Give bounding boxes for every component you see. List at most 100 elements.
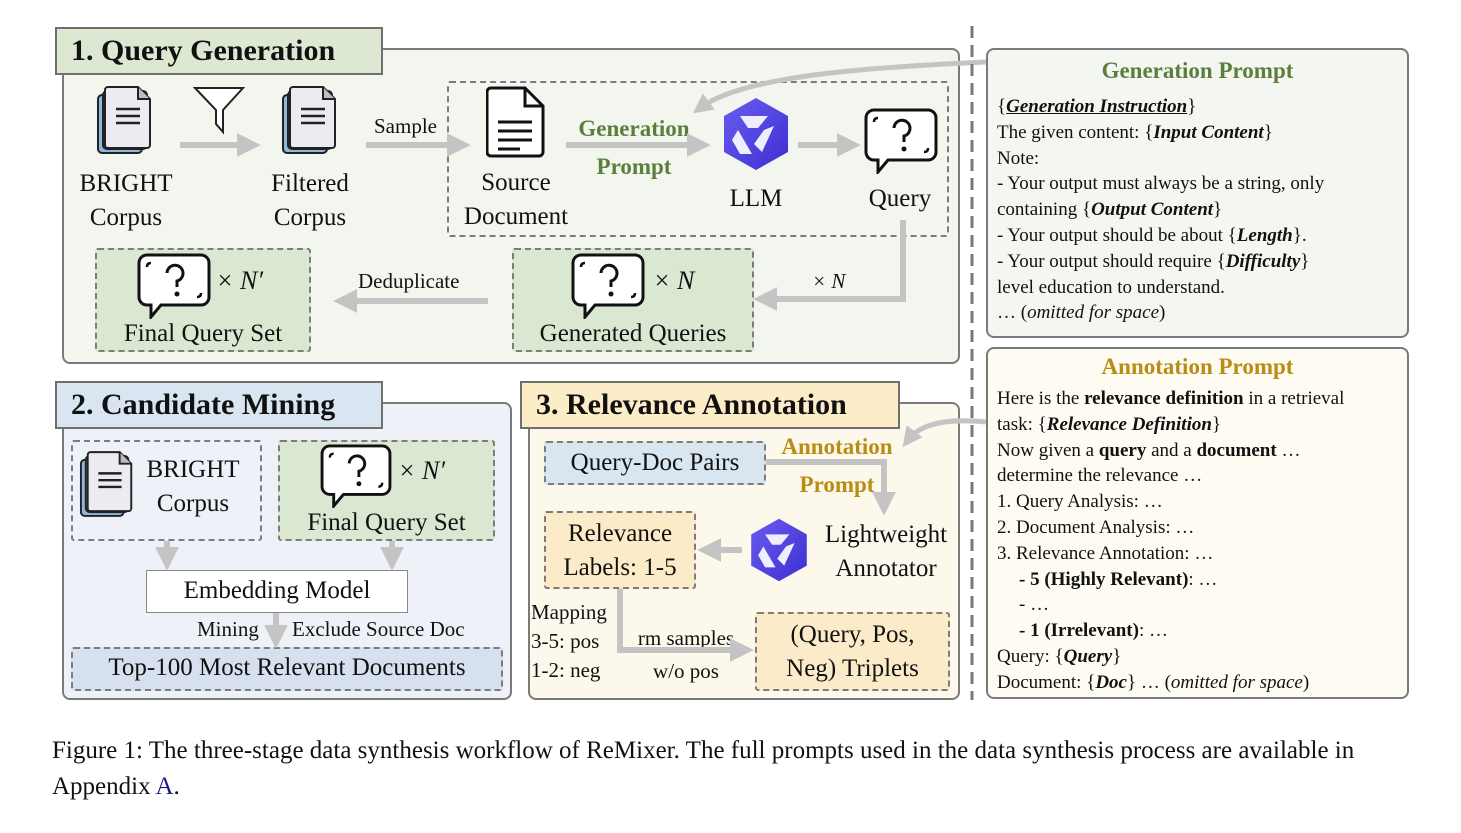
gp-line8: level education to understand. bbox=[997, 276, 1225, 298]
ap-irrelevant: - 1 (Irrelevant) bbox=[1019, 620, 1139, 642]
generation-prompt-panel bbox=[986, 48, 1409, 338]
filter-funnel-icon bbox=[193, 87, 245, 135]
gp-line6: - Your output should be about {Length}. bbox=[997, 224, 1307, 246]
final-query-set-label: Final Query Set bbox=[123, 320, 283, 347]
ap-line11: Query: {Query} bbox=[997, 645, 1122, 667]
triplets-line1: (Query, Pos, bbox=[790, 621, 915, 648]
ap-line7: 3. Relevance Annotation: … bbox=[997, 542, 1214, 564]
top-docs-box bbox=[71, 647, 503, 691]
gp-line6-suffix: . bbox=[1301, 224, 1307, 246]
top-docs-label: Top-100 Most Relevant Documents bbox=[108, 654, 466, 681]
annotation-prompt-line2: Prompt bbox=[799, 472, 875, 497]
llm-logo-icon bbox=[724, 98, 788, 170]
triplets-label: (Query, Pos, Neg) Triplets bbox=[755, 618, 950, 686]
gp-line9-text: … ( bbox=[997, 302, 1028, 324]
source-document-icon bbox=[486, 86, 545, 158]
annotation-prompt-line1: Annotation bbox=[781, 434, 893, 459]
gp-line2: The given content: {Input Content} bbox=[997, 121, 1273, 143]
ap-query-bold: query bbox=[1098, 439, 1147, 461]
exclude-source-doc-label: Exclude Source Doc bbox=[292, 617, 465, 641]
ap-query-var: Query bbox=[1063, 645, 1113, 667]
gp-difficulty-var: Difficulty bbox=[1225, 250, 1301, 272]
annotation-prompt-arrow-label: Annotation Prompt bbox=[772, 428, 902, 504]
generation-prompt-line1: Generation bbox=[578, 116, 690, 141]
ap-line1-c: in a retrieval bbox=[1243, 388, 1345, 409]
relevance-labels-line1: Relevance bbox=[567, 520, 673, 547]
gp-line5: containing {Output Content} bbox=[997, 199, 1223, 221]
ap-line3-a: Now given a bbox=[997, 439, 1099, 461]
ap-document-bold: document bbox=[1196, 439, 1277, 461]
gp-line9-italic: omitted for space bbox=[1027, 302, 1160, 324]
ap-line1-a: Here is the bbox=[997, 388, 1085, 409]
ap-highly-relevant: - 5 (Highly Relevant) bbox=[1019, 568, 1189, 590]
stage2-title: 2. Candidate Mining bbox=[55, 381, 383, 429]
gp-line7: - Your output should require {Difficulty… bbox=[997, 250, 1310, 272]
gp-instruction-var: Generation Instruction bbox=[1006, 96, 1188, 117]
ap-line10-rest: : … bbox=[1138, 620, 1168, 642]
sample-label: Sample bbox=[374, 114, 437, 138]
mining-label: Mining bbox=[197, 617, 259, 641]
ap-line3: Now given a query and a document … bbox=[997, 438, 1344, 464]
final-query-set-bubble-icon bbox=[137, 253, 211, 319]
filtered-corpus-icon bbox=[282, 86, 336, 154]
ap-line1: Here is the relevance definition in a re… bbox=[997, 386, 1344, 412]
times-n-label: × N bbox=[812, 269, 846, 293]
embedding-model-box bbox=[146, 570, 408, 613]
caption-end: . bbox=[173, 773, 180, 800]
bright-corpus-line1: BRIGHT bbox=[79, 170, 173, 197]
s2-final-query-multiplier: × N′ bbox=[398, 456, 446, 485]
rm-samples-label: rm samples w/o pos bbox=[626, 622, 746, 688]
stage3-title: 3. Relevance Annotation bbox=[520, 381, 900, 429]
ap-line9: - … bbox=[1019, 594, 1050, 616]
s2-bright-corpus-line1: BRIGHT bbox=[146, 456, 240, 483]
triplets-box bbox=[755, 612, 950, 691]
gp-line3: Note: bbox=[997, 147, 1040, 169]
rm-samples-line2: w/o pos bbox=[653, 659, 719, 683]
relevance-labels-box bbox=[544, 511, 696, 589]
gp-line6-text: - Your output should be about bbox=[997, 224, 1228, 246]
rm-samples-line1: rm samples bbox=[637, 626, 735, 650]
annotation-prompt-body: Here is the relevance definition in a re… bbox=[997, 386, 1344, 696]
gp-line2-text: The given content: bbox=[997, 121, 1145, 143]
generation-prompt-title: Generation Prompt bbox=[1101, 58, 1294, 83]
ap-line12: Document: {Doc} … (omitted for space) bbox=[997, 671, 1310, 693]
source-document-line2: Document bbox=[463, 203, 569, 230]
triplets-line2: Neg) Triplets bbox=[786, 655, 919, 682]
ap-relevance-definition-bold: relevance definition bbox=[1084, 388, 1244, 409]
ap-line5: 1. Query Analysis: … bbox=[997, 491, 1163, 513]
relevance-labels-line2: Labels: 1-5 bbox=[563, 554, 677, 581]
s2-bright-corpus-icon bbox=[79, 451, 133, 517]
final-query-set-multiplier: × N′ bbox=[216, 266, 264, 295]
ap-line12-text: Document: bbox=[997, 671, 1087, 693]
generation-prompt-arrow-label: Generation Prompt bbox=[566, 110, 702, 186]
ap-line2: task: {Relevance Definition} bbox=[997, 413, 1222, 435]
ap-line8: - 5 (Highly Relevant): … bbox=[997, 567, 1344, 593]
ap-line3-e: … bbox=[1276, 439, 1301, 461]
ap-doc-var: Doc bbox=[1095, 671, 1127, 693]
query-doc-pairs-box bbox=[544, 441, 766, 485]
gp-line4: - Your output must always be a string, o… bbox=[997, 173, 1325, 195]
source-document-label: Source Document bbox=[451, 166, 581, 234]
generation-prompt-line2: Prompt bbox=[596, 154, 672, 179]
ap-relevance-definition-var: Relevance Definition bbox=[1046, 413, 1212, 435]
mapping-line1: Mapping bbox=[531, 600, 607, 624]
ap-line4: determine the relevance … bbox=[997, 465, 1203, 487]
annotator-line1: Lightweight bbox=[824, 521, 948, 548]
relevance-labels-label: Relevance Labels: 1-5 bbox=[544, 517, 696, 585]
generated-queries-label: Generated Queries bbox=[539, 320, 727, 347]
annotation-prompt-title: Annotation Prompt bbox=[1101, 354, 1294, 379]
s2-bright-corpus-label: BRIGHT Corpus bbox=[134, 453, 252, 521]
filtered-corpus-line2: Corpus bbox=[273, 204, 347, 231]
ap-line12-italic: omitted for space bbox=[1170, 671, 1303, 693]
source-document-line1: Source bbox=[481, 169, 551, 196]
llm-group-box bbox=[447, 81, 949, 237]
s2-bright-corpus-line2: Corpus bbox=[156, 490, 230, 517]
bright-corpus-label: BRIGHT Corpus bbox=[66, 167, 186, 235]
mapping-line2: 3-5: pos bbox=[531, 629, 600, 653]
query-bubble-icon bbox=[864, 108, 938, 174]
figure-caption: Figure 1: The three-stage data synthesis… bbox=[52, 733, 1422, 805]
bright-corpus-line2: Corpus bbox=[89, 204, 163, 231]
appendix-link[interactable]: A bbox=[155, 773, 174, 800]
mapping-label: Mapping 3-5: pos 1-2: neg bbox=[531, 598, 607, 685]
gp-output-content-var: Output Content bbox=[1091, 199, 1214, 221]
